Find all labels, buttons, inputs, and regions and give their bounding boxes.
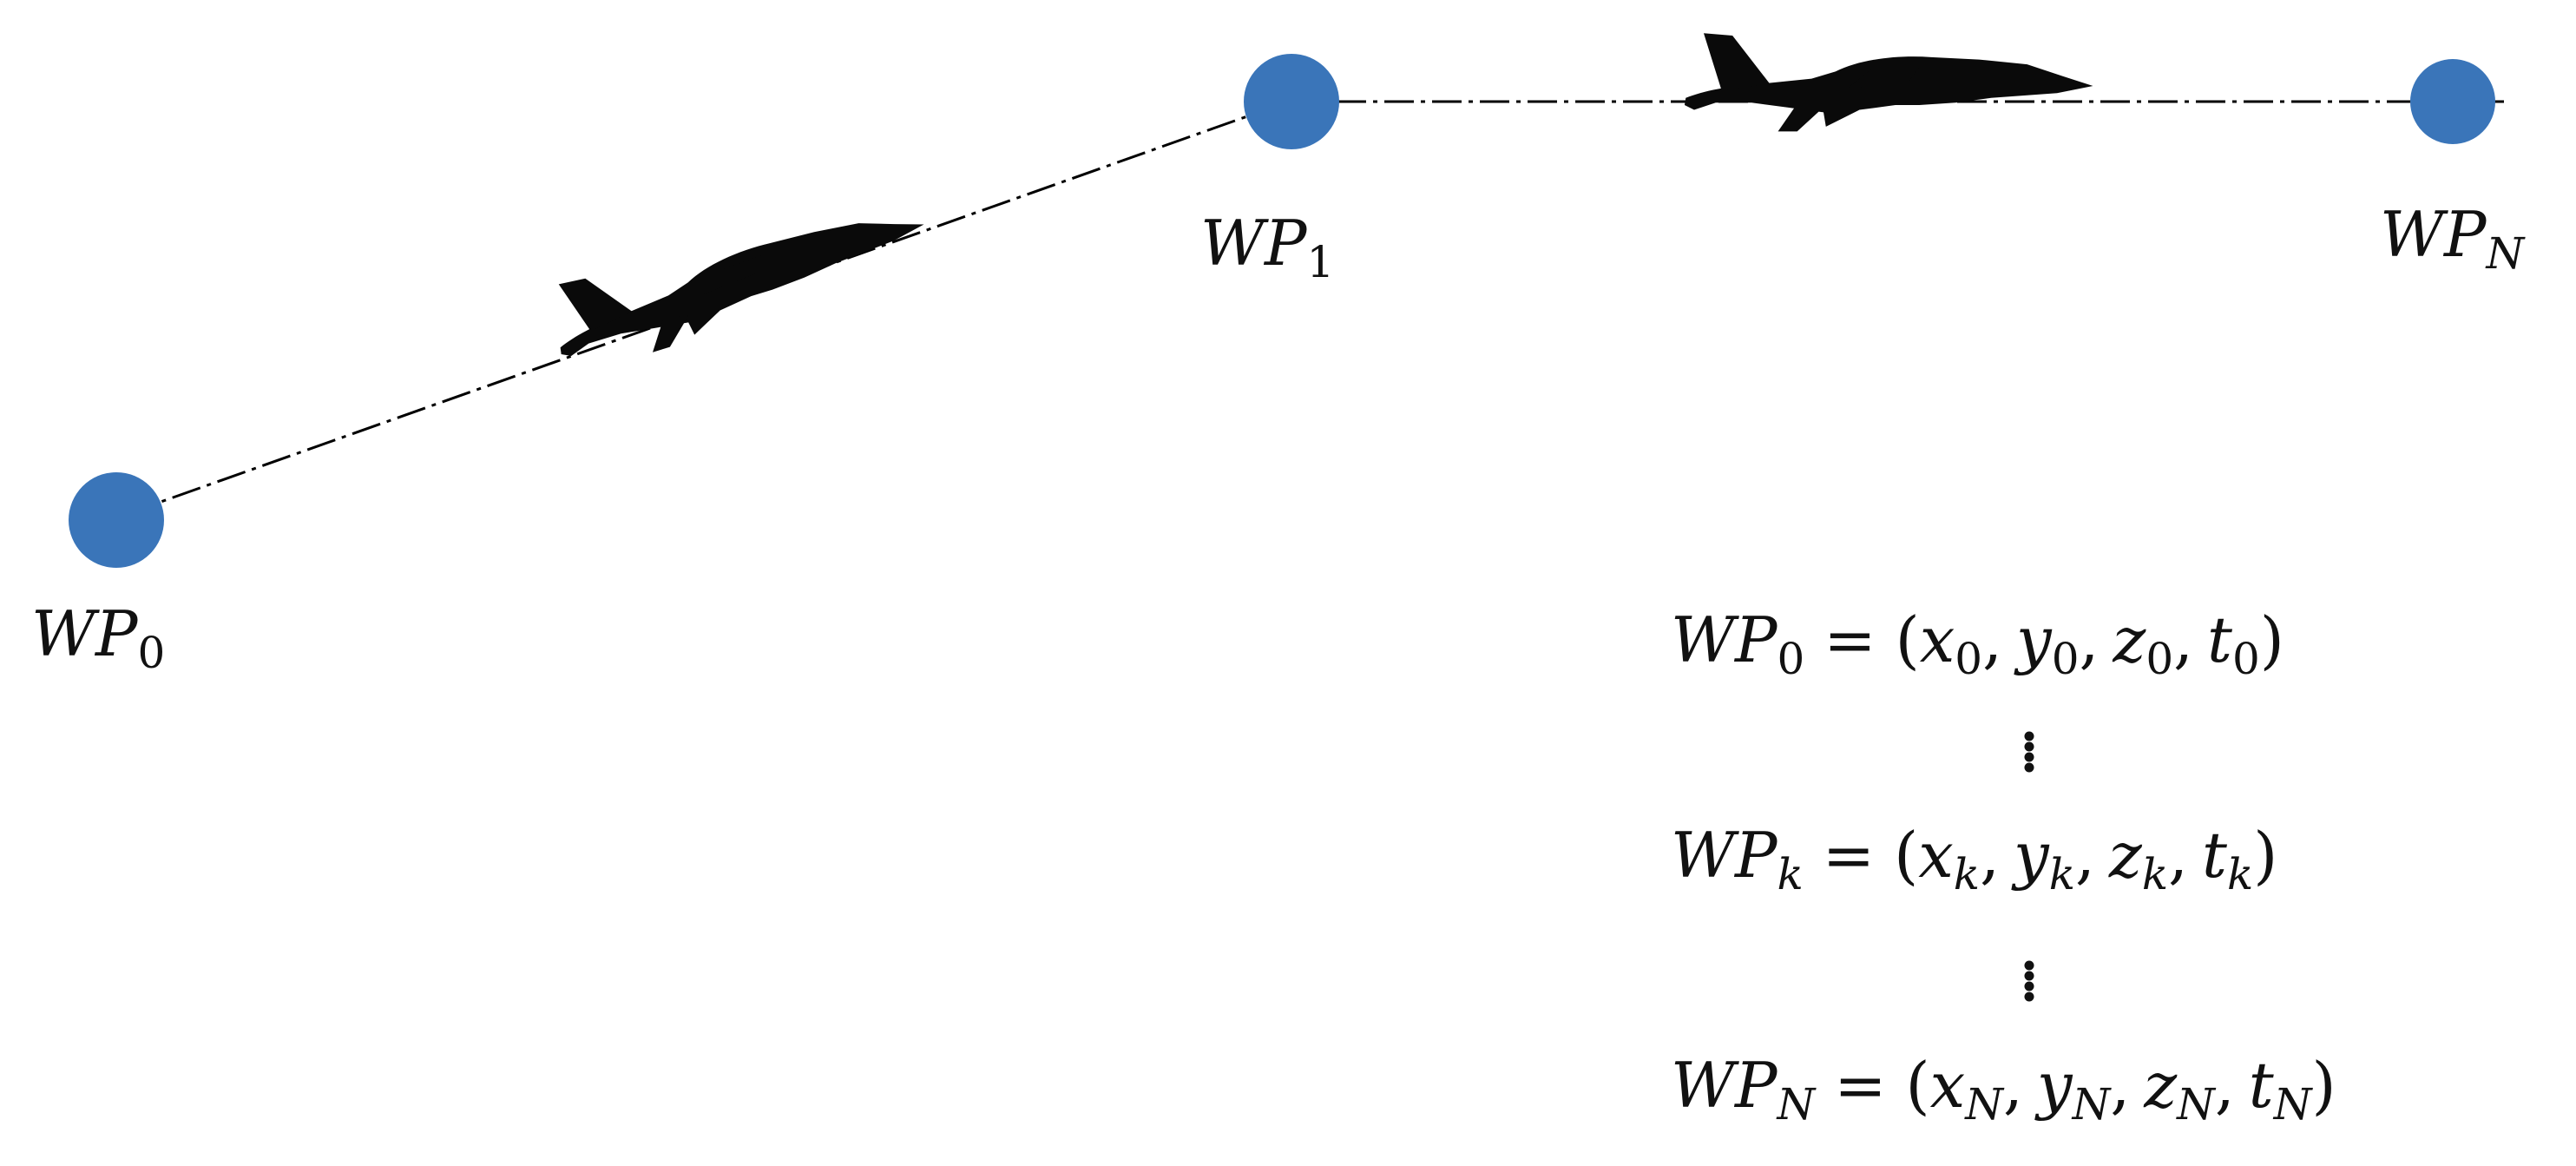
equation-wpk: WPk=(xk,yk,zk,tk) [1671,819,2277,899]
flight-path [82,100,2504,531]
waypoint-marker-wp0 [69,472,164,568]
vertical-ellipsis-icon [2024,731,2034,773]
waypoint-label-wp0: WP0 [31,597,165,678]
fighter-jet-icon [1684,33,2093,132]
fighter-jet-icon [541,176,936,379]
equation-wpn: WPN=(xN,yN,zN,tN) [1671,1049,2336,1130]
waypoint-marker-wp1 [1244,54,1339,149]
waypoint-label-wp1: WP1 [1200,207,1334,287]
equation-wp0: WP0=(x0,y0,z0,t0) [1671,603,2284,684]
waypoint-marker-wpn [2410,59,2495,144]
vertical-ellipsis-icon [2024,960,2034,1002]
waypoint-label-wpn: WPN [2380,198,2526,279]
waypoint-equations: WP0=(x0,y0,z0,t0) WPk=(xk,yk,zk,tk) WPN=… [1671,603,2336,1130]
